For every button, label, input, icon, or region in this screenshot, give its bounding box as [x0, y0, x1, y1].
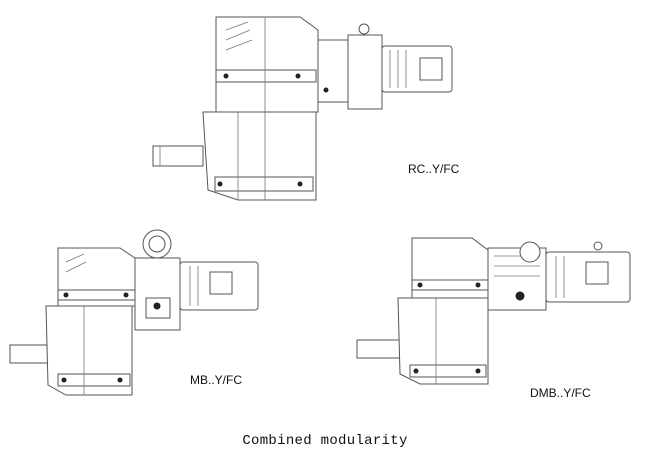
rc-lifting-eye — [358, 23, 370, 35]
dmb-gear-motor — [356, 237, 631, 385]
dmb-output-shaft — [356, 339, 403, 359]
mb-variator — [134, 257, 181, 331]
rc-variant-label: RC..Y/FC — [408, 162, 460, 176]
rc-gearbox-housing — [215, 16, 319, 113]
figure-caption: Combined modularity — [242, 433, 408, 449]
rc-adapter — [317, 39, 349, 103]
dmb-adjust-handwheel — [519, 241, 541, 263]
dmb-terminal-box — [585, 261, 609, 285]
mb-terminal-box — [209, 271, 233, 295]
rc-gear-motor — [152, 16, 453, 201]
mb-variant-label: MB..Y/FC — [190, 373, 243, 387]
rc-input-reducer — [347, 34, 383, 110]
dmb-variant-label: DMB..Y/FC — [530, 386, 591, 400]
mb-gear-motor — [9, 229, 259, 396]
rc-output-shaft — [152, 145, 204, 167]
rc-terminal-box — [419, 57, 443, 81]
